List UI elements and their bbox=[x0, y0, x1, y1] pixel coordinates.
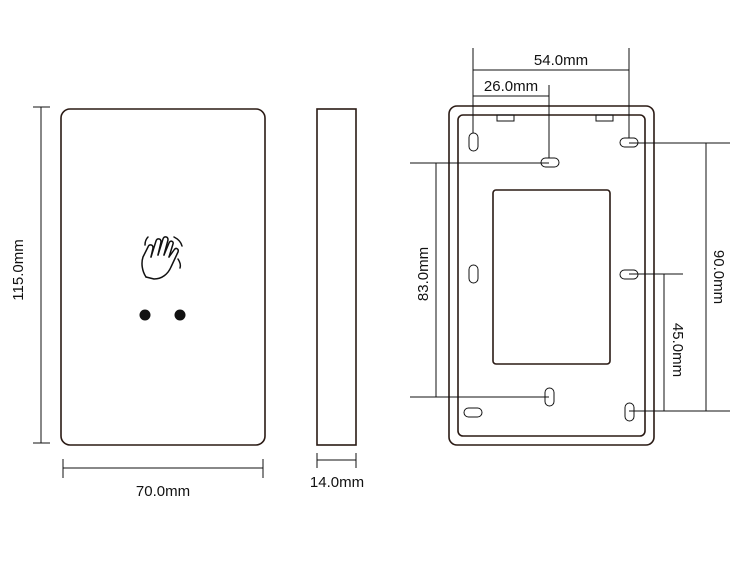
front-width-dimension bbox=[62, 459, 264, 478]
outer-spacing-dimension bbox=[472, 48, 630, 138]
back-view: 54.0mm 26.0mm 83.0mm 90.0mm 45.0mm bbox=[410, 48, 730, 446]
inner-spacing-label: 26.0mm bbox=[484, 78, 538, 95]
indicator-dot-icon bbox=[174, 309, 186, 321]
front-height-label: 115.0mm bbox=[10, 239, 27, 300]
front-height-dimension bbox=[33, 106, 50, 444]
mount-hole-bottom-right bbox=[624, 402, 635, 422]
indicator-dot-icon bbox=[139, 309, 151, 321]
outer-spacing-label: 54.0mm bbox=[534, 52, 588, 69]
side-depth-dimension bbox=[316, 453, 357, 468]
back-window bbox=[492, 189, 611, 365]
inner-spacing-dimension bbox=[473, 85, 550, 158]
left-vertical-dimension bbox=[410, 162, 549, 398]
right-inner-vertical-dimension bbox=[629, 273, 683, 411]
right-outer-vertical-label: 90.0mm bbox=[710, 250, 727, 304]
left-vertical-label: 83.0mm bbox=[415, 247, 432, 301]
mount-hole-bottom-left bbox=[463, 407, 483, 418]
front-width-label: 70.0mm bbox=[136, 483, 190, 500]
right-outer-vertical-dimension bbox=[629, 142, 730, 412]
side-view: 14.0mm bbox=[310, 108, 364, 491]
front-view: 115.0mm 70.0mm bbox=[10, 106, 266, 500]
top-clip-right bbox=[595, 114, 614, 122]
mount-hole-mid-left bbox=[468, 264, 479, 284]
right-inner-vertical-label: 45.0mm bbox=[669, 323, 686, 377]
side-panel-outline bbox=[316, 108, 357, 446]
side-depth-label: 14.0mm bbox=[310, 474, 364, 491]
hand-wave-icon bbox=[141, 236, 183, 280]
top-clip-left bbox=[496, 114, 515, 122]
